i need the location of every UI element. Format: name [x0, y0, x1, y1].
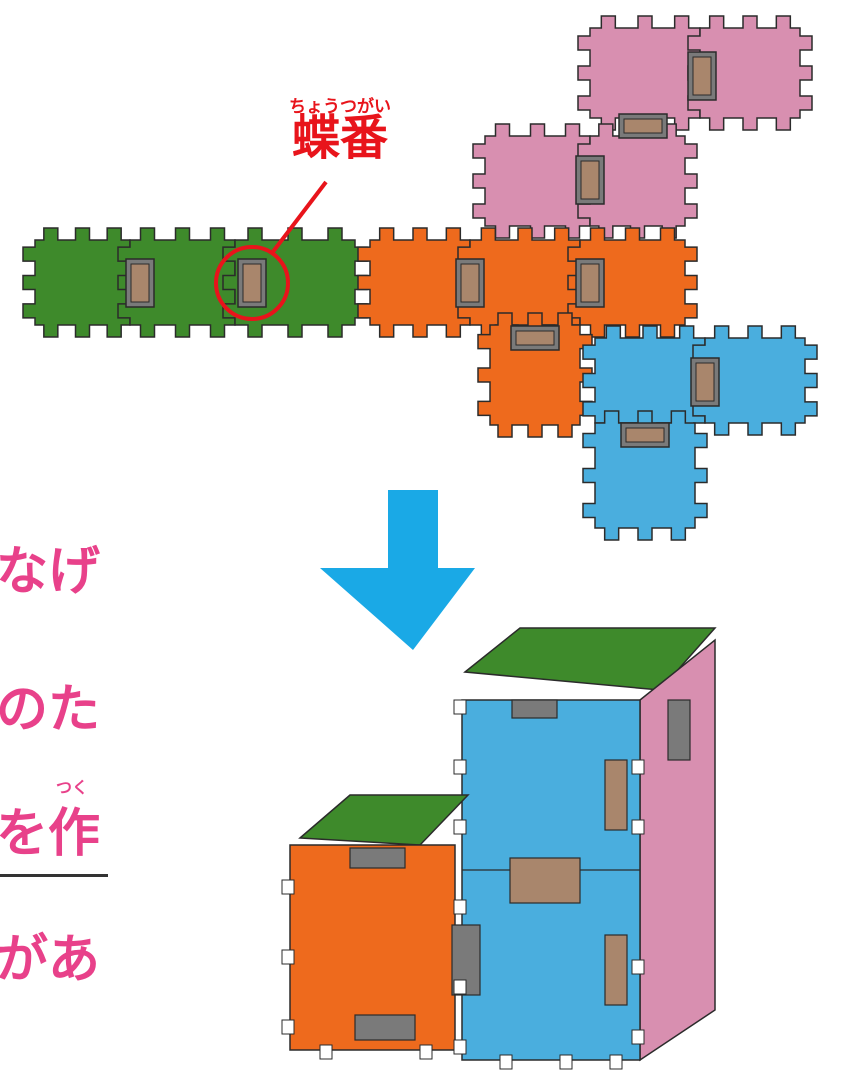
side-text-line-1: なげ [0, 542, 101, 602]
assembled-hinge [509, 857, 581, 904]
side-text-line-2: のた [0, 680, 101, 740]
hinge-orange-1-inner [460, 263, 480, 303]
assembled-top-green-small [298, 794, 470, 846]
assembled-tab [631, 959, 645, 975]
orange-panel [477, 312, 593, 438]
callout-leader [270, 180, 328, 255]
side-text-line-3: を作 [0, 804, 101, 864]
assembled-tab [609, 1054, 623, 1070]
assembled-hinge [349, 847, 406, 869]
callout-circle [214, 245, 290, 321]
assembled-tab [631, 1029, 645, 1045]
assembled-tab [559, 1054, 573, 1070]
assembled-hinge [511, 699, 558, 719]
hinge-green-1-inner [130, 263, 150, 303]
assembled-top-green [463, 627, 717, 691]
assembled-tab [453, 759, 467, 775]
assembled-tab [453, 819, 467, 835]
assembled-hinge [667, 699, 691, 761]
assembled-hinge [354, 1014, 416, 1041]
hinge-orange-3-inner [515, 330, 555, 346]
side-text-underline [0, 874, 108, 877]
assembled-tab [453, 979, 467, 995]
hinge-blue-1-inner [695, 362, 715, 402]
assembled-tab [453, 1039, 467, 1055]
hinge-pink-1-inner [692, 56, 712, 96]
hinge-pink-2-inner [580, 160, 600, 200]
hinge-green-2-inner [242, 263, 262, 303]
assembled-tab [419, 1044, 433, 1060]
hinge-blue-2-inner [625, 427, 665, 443]
hinge-pink-3-inner [623, 118, 663, 134]
assembled-tab [631, 759, 645, 775]
side-text-line-4: があ [0, 930, 101, 990]
assembled-tab [281, 949, 295, 965]
assembled-tab [281, 879, 295, 895]
assembled-tab [453, 899, 467, 915]
assembled-tab [453, 699, 467, 715]
assembled-tab [281, 1019, 295, 1035]
green-panel [222, 227, 368, 338]
assembled-tab [499, 1054, 513, 1070]
hinge-orange-2-inner [580, 263, 600, 303]
assembled-tab [631, 819, 645, 835]
callout-label: 蝶番 [292, 110, 389, 166]
assembled-hinge [604, 759, 628, 831]
down-arrow [320, 490, 475, 650]
side-text-ruby: つく [56, 778, 89, 797]
assembled-hinge [604, 934, 628, 1006]
assembled-tab [319, 1044, 333, 1060]
callout-ruby: ちょうつがい [289, 97, 391, 117]
